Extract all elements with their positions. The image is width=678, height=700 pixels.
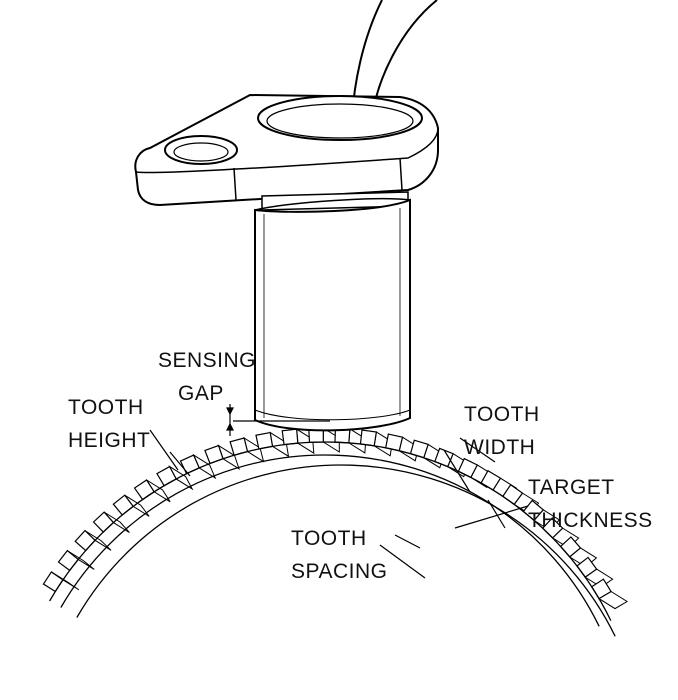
label-target-thickness-line1: TARGET: [528, 476, 615, 499]
label-sensing-gap-line2: GAP: [178, 382, 224, 405]
gear-tooth: [74, 529, 96, 552]
label-target-thickness: TARGET THICKNESS: [528, 471, 653, 537]
mounting-flange: [134, 93, 439, 207]
label-tooth-width: TOOTH WIDTH: [464, 398, 540, 464]
gear-tooth: [359, 429, 378, 447]
gear-ring-edge: [49, 441, 612, 621]
label-tooth-height-line2: HEIGHT: [68, 429, 151, 452]
label-tooth-spacing: TOOTH SPACING: [291, 522, 387, 588]
label-tooth-width-line1: TOOTH: [464, 403, 540, 426]
gear-tooth: [281, 428, 299, 446]
label-tooth-height: TOOTH HEIGHT: [68, 391, 150, 457]
gear-tooth: [92, 511, 115, 533]
gear-tooth: [57, 549, 80, 572]
label-tooth-spacing-line1: TOOTH: [291, 527, 367, 550]
dimension-lines: [149, 404, 529, 579]
label-tooth-width-line2: WIDTH: [464, 436, 536, 459]
label-tooth-height-line1: TOOTH: [68, 396, 144, 419]
sensor-body: [254, 191, 411, 432]
label-target-thickness-line2: THICKNESS: [528, 509, 653, 532]
label-sensing-gap-line1: SENSING: [158, 349, 257, 372]
gear-tooth: [42, 571, 64, 593]
label-sensing-gap: SENSING GAP: [158, 344, 256, 410]
label-tooth-spacing-line2: SPACING: [291, 560, 388, 583]
target-gear-ring: [42, 427, 629, 637]
gear-ring-edge: [60, 454, 600, 627]
gear-ring-edge: [76, 464, 616, 637]
